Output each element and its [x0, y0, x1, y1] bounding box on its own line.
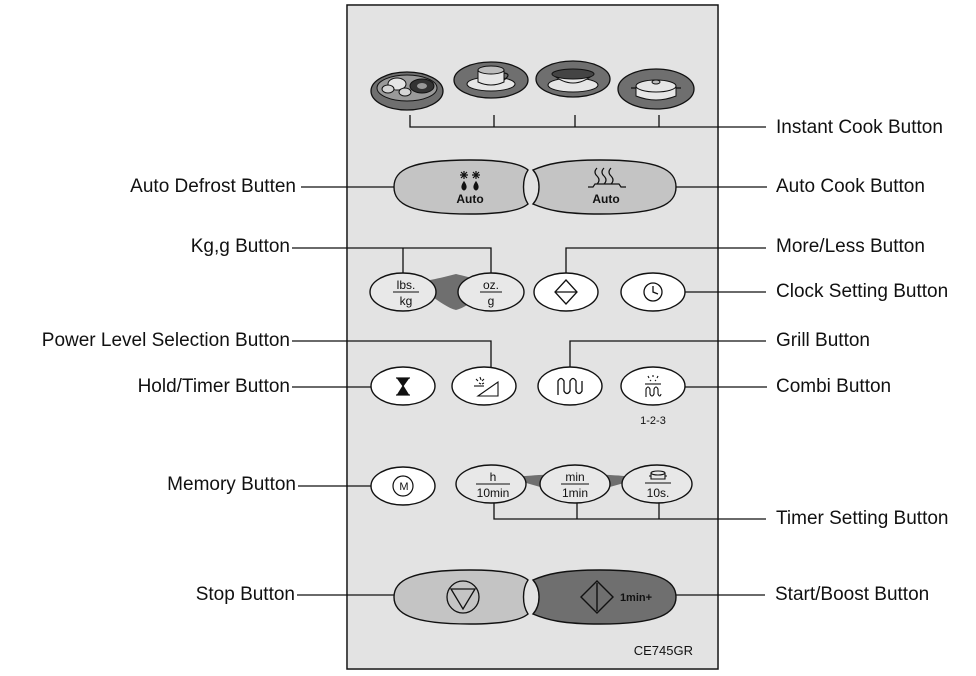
grill-button[interactable] — [537, 366, 603, 406]
kg-label: kg — [400, 294, 413, 308]
combi-microwave-grill-icon — [645, 375, 662, 397]
timer-setting-leader — [493, 503, 766, 520]
callout-timer-setting: Timer Setting Button — [776, 508, 949, 529]
power-level-leader — [292, 340, 492, 368]
callout-more-less: More/Less Button — [776, 236, 925, 257]
auto-cook-label: Auto — [592, 192, 619, 206]
grill-leader — [569, 340, 766, 367]
auto-defrost-button[interactable]: Auto — [393, 159, 529, 215]
more-less-button[interactable] — [533, 272, 599, 312]
callout-memory: Memory Button — [167, 474, 296, 495]
lbs-label: lbs. — [397, 278, 416, 292]
lbs-kg-button[interactable]: lbs. kg — [369, 272, 437, 312]
hold-timer-button[interactable] — [370, 366, 436, 406]
timer-10s-button[interactable]: 10s. — [621, 464, 693, 504]
instant-cook-buttons — [370, 60, 695, 111]
auto-cook-button[interactable]: Auto — [531, 159, 677, 215]
memory-icon: M — [392, 475, 414, 497]
timer-10min-button[interactable]: h 10min — [455, 464, 527, 504]
timer-10min-label: 10min — [477, 486, 510, 500]
oz-g-button[interactable]: oz. g — [457, 272, 525, 312]
start-boost-button[interactable]: 1min+ — [531, 569, 677, 625]
callout-kg-g: Kg,g Button — [190, 236, 290, 257]
combi-button[interactable]: 1-2-3 — [620, 366, 686, 427]
timer-hours-label: h — [490, 470, 497, 484]
callout-stop: Stop Button — [195, 584, 295, 605]
model-number: CE745GR — [634, 643, 693, 658]
callout-start-boost: Start/Boost Button — [775, 584, 930, 605]
snowflake-drops-icon — [460, 171, 480, 191]
casserole-icon[interactable] — [617, 68, 695, 110]
stop-button[interactable] — [393, 569, 529, 625]
stop-triangle-icon — [446, 580, 480, 614]
kg-g-leader — [292, 247, 492, 273]
timer-10s-label: 10s. — [647, 486, 670, 500]
plate-meal-icon[interactable] — [370, 71, 444, 111]
hourglass-icon — [396, 377, 410, 396]
callout-auto-defrost: Auto Defrost Butten — [130, 176, 296, 197]
callout-clock-setting: Clock Setting Button — [776, 281, 949, 302]
callout-hold-timer: Hold/Timer Button — [137, 376, 290, 397]
auto-defrost-label: Auto — [456, 192, 483, 206]
oz-label: oz. — [483, 278, 499, 292]
clock-icon — [643, 282, 663, 302]
memory-icon-letter: M — [399, 481, 408, 493]
timer-1min-label: 1min — [562, 486, 588, 500]
instant-cook-leader — [409, 115, 766, 128]
timer-minutes-label: min — [565, 470, 584, 484]
cup-icon[interactable] — [453, 61, 529, 99]
clock-setting-button[interactable] — [620, 272, 686, 312]
start-boost-label: 1min+ — [620, 592, 652, 604]
grill-coil-icon — [557, 377, 583, 395]
steam-heat-icon — [588, 167, 626, 188]
up-down-arrow-icon — [554, 279, 578, 305]
callout-combi: Combi Button — [776, 376, 892, 397]
more-less-leader — [565, 247, 766, 273]
lidded-pot-icon — [649, 470, 667, 480]
combi-stage-label: 1-2-3 — [640, 415, 666, 427]
g-label: g — [488, 294, 495, 308]
callout-instant-cook: Instant Cook Button — [776, 117, 943, 138]
leader-lines — [292, 186, 767, 596]
power-level-button[interactable] — [451, 366, 517, 406]
timer-1min-button[interactable]: min 1min — [539, 464, 611, 504]
callout-power-level: Power Level Selection Button — [41, 330, 290, 351]
callout-auto-cook: Auto Cook Button — [776, 176, 925, 197]
callout-grill: Grill Button — [776, 330, 870, 351]
soup-bowl-icon[interactable] — [535, 60, 611, 98]
memory-button[interactable]: M — [370, 466, 436, 506]
start-diamond-icon — [580, 580, 614, 614]
power-ramp-icon — [474, 376, 499, 397]
